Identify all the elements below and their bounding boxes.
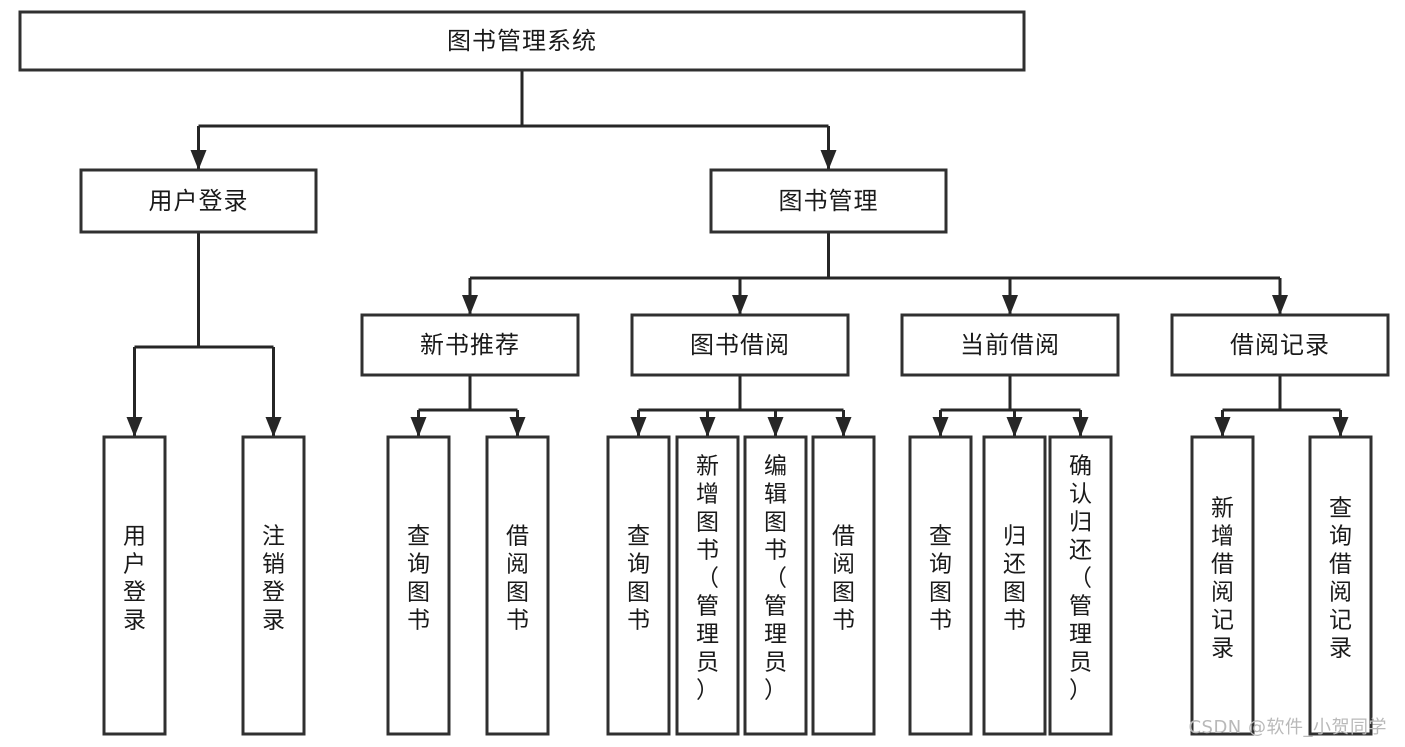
node-box-borrow-record bbox=[1170, 313, 1390, 377]
node-label-leaf-add-book: 新增图书（管理员） bbox=[696, 454, 719, 704]
node-leaf-borrow-book-1[interactable]: 借阅图书 bbox=[485, 435, 550, 736]
node-label-leaf-confirm-return: 确认归还（管理员） bbox=[1069, 454, 1092, 704]
node-box-book-manage bbox=[709, 168, 948, 234]
node-label-leaf-query-book-2: 查询图书 bbox=[627, 524, 650, 634]
node-user-login[interactable]: 用户登录 bbox=[79, 168, 318, 234]
node-box-user-login bbox=[79, 168, 318, 234]
node-leaf-confirm-return[interactable]: 确认归还（管理员） bbox=[1048, 435, 1113, 736]
node-label-leaf-return-book: 归还图书 bbox=[1003, 524, 1026, 634]
arrow-head-leaf-edit-book bbox=[767, 417, 784, 437]
node-leaf-borrow-book-2[interactable]: 借阅图书 bbox=[811, 435, 876, 736]
edge-group-user-login bbox=[126, 232, 282, 437]
arrow-head-book-manage bbox=[820, 150, 837, 170]
node-root[interactable]: 图书管理系统 bbox=[18, 10, 1026, 72]
arrow-head-leaf-return-book bbox=[1006, 417, 1023, 437]
edge-group-book-manage bbox=[462, 232, 1288, 315]
node-box-leaf-query-book-1 bbox=[386, 435, 451, 736]
node-box-leaf-logout bbox=[241, 435, 306, 736]
node-borrow-record[interactable]: 借阅记录 bbox=[1170, 313, 1390, 377]
node-label-leaf-query-record: 查询借阅记录 bbox=[1329, 496, 1352, 662]
arrow-head-leaf-borrow-book-2 bbox=[835, 417, 852, 437]
arrow-head-leaf-logout bbox=[265, 417, 282, 437]
node-label-leaf-query-book-1: 查询图书 bbox=[407, 524, 430, 634]
arrow-head-leaf-query-record bbox=[1332, 417, 1349, 437]
arrow-head-leaf-add-record bbox=[1214, 417, 1231, 437]
arrow-head-leaf-query-book-1 bbox=[410, 417, 427, 437]
arrow-head-leaf-query-book-3 bbox=[932, 417, 949, 437]
node-label-borrow-record: 借阅记录 bbox=[1230, 331, 1330, 359]
node-label-leaf-logout: 注销登录 bbox=[262, 524, 285, 634]
arrow-head-leaf-add-book bbox=[699, 417, 716, 437]
edge-group-root bbox=[190, 70, 837, 170]
arrow-head-leaf-confirm-return bbox=[1072, 417, 1089, 437]
node-label-leaf-borrow-book-1: 借阅图书 bbox=[506, 524, 529, 634]
arrow-head-leaf-user-login bbox=[126, 417, 143, 437]
node-new-book-recommend[interactable]: 新书推荐 bbox=[360, 313, 580, 377]
node-box-leaf-query-book-2 bbox=[606, 435, 671, 736]
node-box-leaf-borrow-book-1 bbox=[485, 435, 550, 736]
node-label-leaf-query-book-3: 查询图书 bbox=[929, 524, 952, 634]
arrow-head-borrow-record bbox=[1272, 295, 1288, 315]
edge-group-borrow-record bbox=[1214, 375, 1349, 437]
node-current-borrow[interactable]: 当前借阅 bbox=[900, 313, 1120, 377]
node-box-book-borrow bbox=[630, 313, 850, 377]
node-leaf-return-book[interactable]: 归还图书 bbox=[982, 435, 1047, 736]
node-box-leaf-user-login bbox=[102, 435, 167, 736]
node-leaf-user-login[interactable]: 用户登录 bbox=[102, 435, 167, 736]
arrow-head-leaf-query-book-2 bbox=[630, 417, 647, 437]
connectors-layer bbox=[126, 70, 1349, 437]
nodes-layer: 图书管理系统用户登录图书管理新书推荐图书借阅当前借阅借阅记录用户登录注销登录查询… bbox=[18, 10, 1390, 736]
node-box-new-book-recommend bbox=[360, 313, 580, 377]
edge-group-new-book-recommend bbox=[410, 375, 526, 437]
node-leaf-edit-book[interactable]: 编辑图书（管理员） bbox=[743, 435, 808, 736]
node-label-leaf-borrow-book-2: 借阅图书 bbox=[832, 524, 855, 634]
node-box-leaf-borrow-book-2 bbox=[811, 435, 876, 736]
node-label-leaf-user-login: 用户登录 bbox=[123, 524, 146, 634]
node-label-book-borrow: 图书借阅 bbox=[690, 331, 790, 359]
arrow-head-user-login bbox=[190, 150, 207, 170]
node-label-root: 图书管理系统 bbox=[447, 27, 597, 55]
node-box-current-borrow bbox=[900, 313, 1120, 377]
node-leaf-query-record[interactable]: 查询借阅记录 bbox=[1308, 435, 1373, 736]
node-box-root bbox=[18, 10, 1026, 72]
node-leaf-query-book-2[interactable]: 查询图书 bbox=[606, 435, 671, 736]
edge-group-book-borrow bbox=[630, 375, 852, 437]
node-box-leaf-edit-book bbox=[743, 435, 808, 736]
node-leaf-query-book-3[interactable]: 查询图书 bbox=[908, 435, 973, 736]
node-label-current-borrow: 当前借阅 bbox=[960, 331, 1060, 359]
edge-group-current-borrow bbox=[932, 375, 1089, 437]
node-box-leaf-return-book bbox=[982, 435, 1047, 736]
node-box-leaf-add-record bbox=[1190, 435, 1255, 736]
node-box-leaf-add-book bbox=[675, 435, 740, 736]
arrow-head-leaf-borrow-book-1 bbox=[509, 417, 526, 437]
node-label-leaf-edit-book: 编辑图书（管理员） bbox=[764, 454, 787, 704]
arrow-head-current-borrow bbox=[1002, 295, 1018, 315]
node-label-user-login: 用户登录 bbox=[149, 187, 249, 215]
arrow-head-book-borrow bbox=[732, 295, 748, 315]
node-leaf-add-record[interactable]: 新增借阅记录 bbox=[1190, 435, 1255, 736]
node-leaf-query-book-1[interactable]: 查询图书 bbox=[386, 435, 451, 736]
node-label-new-book-recommend: 新书推荐 bbox=[420, 331, 520, 359]
node-leaf-logout[interactable]: 注销登录 bbox=[241, 435, 306, 736]
arrow-head-new-book-recommend bbox=[462, 295, 478, 315]
node-leaf-add-book[interactable]: 新增图书（管理员） bbox=[675, 435, 740, 736]
node-box-leaf-query-record bbox=[1308, 435, 1373, 736]
node-label-book-manage: 图书管理 bbox=[779, 187, 879, 215]
node-box-leaf-confirm-return bbox=[1048, 435, 1113, 736]
node-book-manage[interactable]: 图书管理 bbox=[709, 168, 948, 234]
node-box-leaf-query-book-3 bbox=[908, 435, 973, 736]
node-label-leaf-add-record: 新增借阅记录 bbox=[1211, 496, 1234, 662]
node-book-borrow[interactable]: 图书借阅 bbox=[630, 313, 850, 377]
